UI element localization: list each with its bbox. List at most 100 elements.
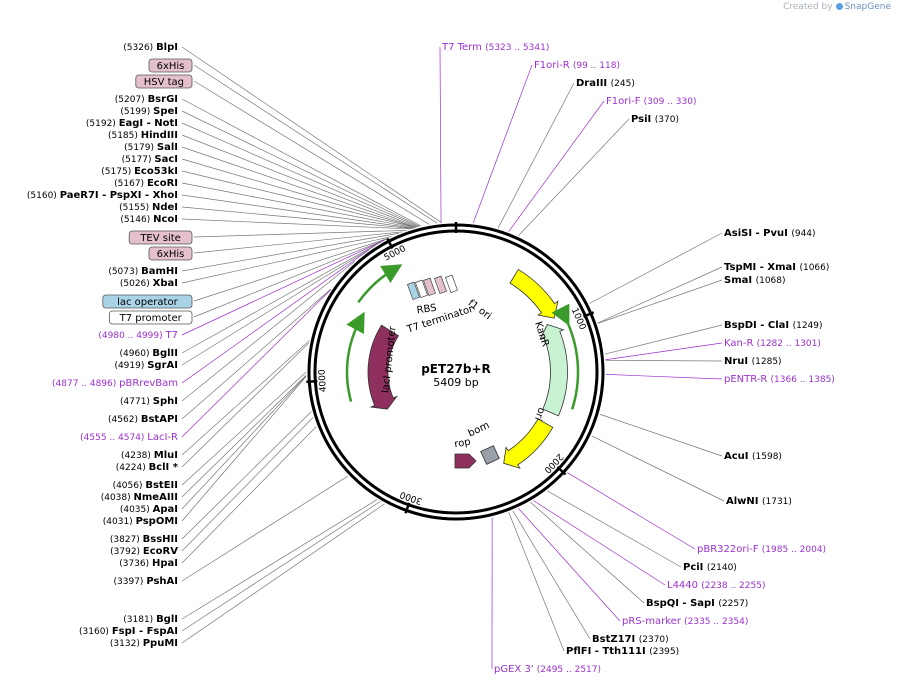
tick-label: 1000 (569, 307, 587, 332)
site-label-text: PflFI - Tth111I (2395) (566, 646, 679, 657)
site-name: EcoRI (147, 178, 178, 189)
site-name: ApaI (153, 504, 178, 515)
credit-brand: SnapGene (844, 2, 891, 12)
leader-line (181, 411, 312, 540)
site-label-text: DraIII (245) (576, 78, 635, 89)
site-position: (4038) (101, 493, 134, 503)
plasmid-name: pET27b+R (421, 362, 491, 376)
feature-label-lacI: lacI (358, 362, 371, 383)
leader-line (181, 289, 331, 438)
left-label-ndei: (5155) NdeI (119, 202, 178, 213)
right-label-t7-term: T7 Term (5323 .. 5341) (441, 42, 549, 53)
left-label-eco53ki: (5175) Eco53kI (101, 166, 178, 177)
site-position: (99 .. 118) (573, 61, 620, 71)
site-position: (5323 .. 5341) (485, 43, 549, 53)
leader-line (181, 249, 370, 384)
label-leader-lines (181, 46, 725, 670)
site-name: SalI (157, 142, 178, 153)
left-label-laci-r: (4555 .. 4574) LacI-R (80, 432, 178, 443)
tick-2000 (556, 466, 567, 476)
leader-line (181, 499, 378, 620)
site-name: PpuMI (143, 638, 178, 649)
f1-ori-arrow (509, 268, 559, 319)
site-name: FspI - FspAI (112, 626, 178, 637)
leader-line (530, 501, 645, 604)
site-name: EcoRV (143, 546, 178, 557)
site-name: BstAPI (141, 414, 178, 425)
leader-line (518, 118, 630, 236)
leader-line (193, 231, 403, 254)
site-label-text: (4877 .. 4896) pBRrevBam (52, 378, 178, 389)
leader-line (597, 279, 723, 324)
site-name: BssHII (143, 534, 178, 545)
site-position: (4960) (120, 349, 153, 359)
site-position: (5179) (124, 143, 157, 153)
leader-line (547, 490, 682, 568)
leader-line (605, 374, 723, 380)
site-label-text: (4960) BglII (120, 348, 178, 359)
left-label-ecori: (5167) EcoRI (114, 178, 178, 189)
site-position: (5207) (115, 95, 148, 105)
plasmid-size: 5409 bp (433, 376, 478, 389)
leader-line (181, 146, 417, 228)
laci-arrow (367, 324, 399, 410)
site-position: (1598) (752, 452, 782, 462)
site-position: (4555 .. 4574) (80, 433, 147, 443)
site-label-text: (4224) BclI * (116, 462, 179, 473)
site-label-text: (4919) SgrAI (114, 360, 178, 371)
leader-line (193, 80, 430, 225)
site-label-text: PsiI (370) (631, 114, 679, 125)
bom-box (480, 445, 500, 465)
site-name: BspDI - ClaI (724, 320, 793, 331)
site-label-text: AsiSI - PvuI (944) (724, 228, 816, 239)
site-name: PciI (683, 562, 707, 573)
site-label-text: (4562) BstAPI (108, 414, 178, 425)
site-position: (5155) (119, 203, 152, 213)
right-label-pbr322ori-f: pBR322ori-F (1985 .. 2004) (697, 544, 826, 555)
snapgene-logo-icon (835, 3, 843, 10)
left-label-ncoi: (5146) NcoI (120, 214, 178, 225)
site-position: (944) (791, 229, 815, 239)
site-name: Eco53kI (134, 166, 178, 177)
site-name: BspQI - SapI (646, 598, 718, 609)
leader-line (591, 435, 725, 502)
site-name: NdeI (152, 202, 178, 213)
leader-line (181, 342, 310, 468)
site-position: (2395) (649, 647, 679, 657)
left-label-hsv-tag: HSV tag (135, 74, 193, 89)
leader-line (181, 232, 399, 272)
site-label-text: pBR322ori-F (1985 .. 2004) (697, 544, 826, 555)
site-position: (5177) (122, 155, 155, 165)
site-label-text: BstZ17I (2370) (592, 634, 669, 645)
site-position: (2370) (639, 635, 669, 645)
site-label-text: (5146) NcoI (120, 214, 178, 225)
site-label-text: (5155) NdeI (119, 202, 178, 213)
site-label-text: (4031) PspOMI (103, 516, 178, 527)
left-label-paer7i-pspxi-xhoi: (5160) PaeR7I - PspXI - XhoI (27, 190, 178, 201)
right-label-f1ori-f: F1ori-F (309 .. 330) (606, 96, 697, 107)
site-position: (2257) (718, 599, 748, 609)
right-label-bspdi-clai: BspDI - ClaI (1249) (724, 320, 823, 331)
site-name: SpeI (153, 106, 178, 117)
kanr-arrow (539, 324, 568, 417)
site-name: PshAI (146, 576, 178, 587)
site-name: BstZ17I (592, 634, 639, 645)
right-label-alwni: AlwNI (1731) (726, 496, 792, 507)
site-position: (4056) (113, 481, 146, 491)
site-name: BclI * (149, 462, 179, 473)
site-position: (3792) (110, 547, 143, 557)
leader-line (181, 241, 382, 354)
site-name: pBRrevBam (119, 378, 178, 389)
leader-line (604, 324, 723, 355)
leader-line (181, 375, 307, 510)
site-label-text: BspQI - SapI (2257) (646, 598, 748, 609)
feature-tag-text: lac operator (117, 297, 178, 308)
right-label-psii: PsiI (370) (631, 114, 679, 125)
leader-line (605, 359, 723, 362)
left-label-bamhi: (5073) BamHI (108, 266, 178, 277)
site-name: F1ori-R (534, 60, 573, 71)
site-name: HindIII (141, 130, 178, 141)
direction-arrow (345, 311, 365, 402)
